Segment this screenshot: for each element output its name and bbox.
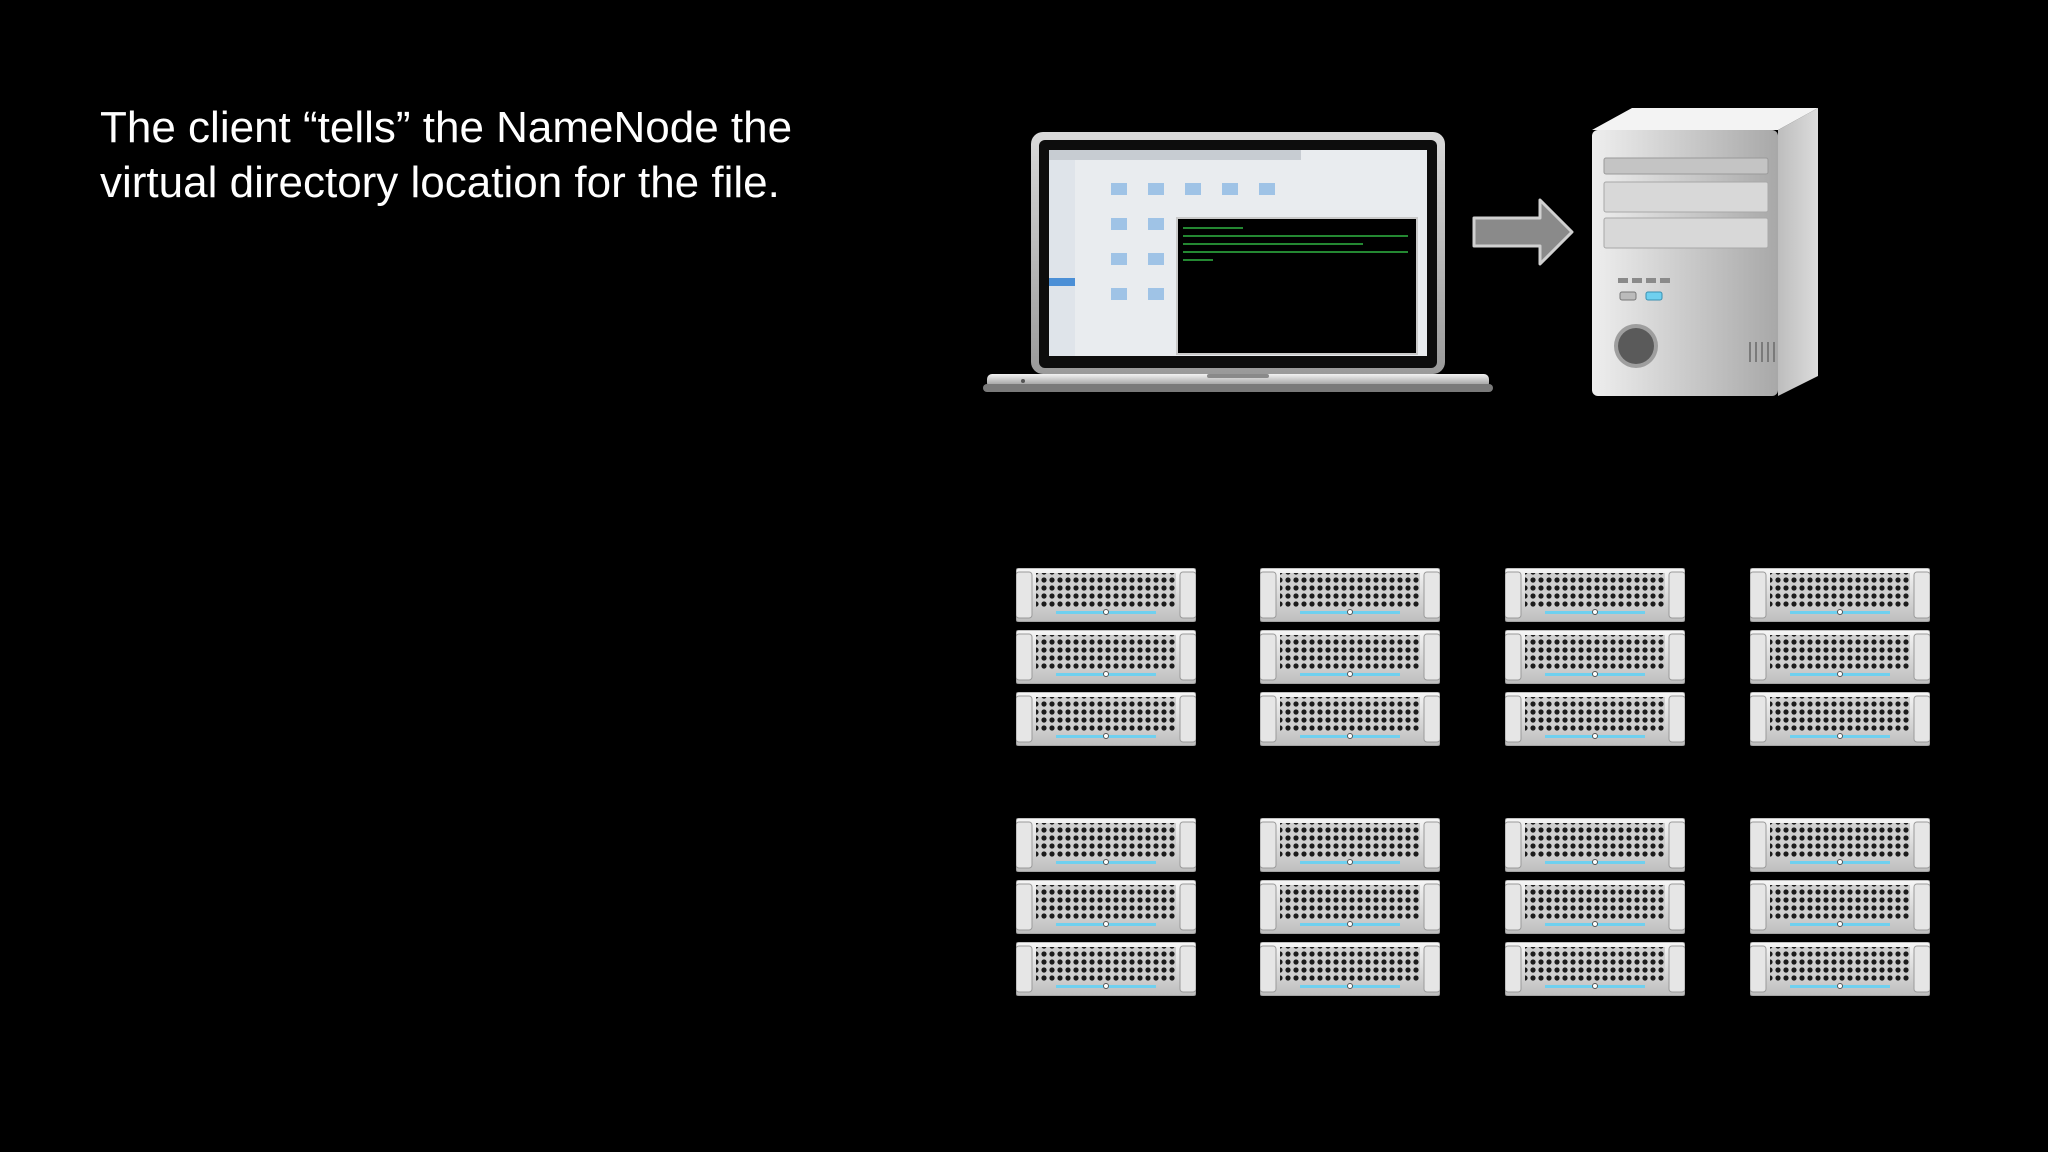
rack-unit <box>1750 818 1930 872</box>
rack-unit <box>1750 692 1930 746</box>
rack-server-icon <box>1505 568 1685 754</box>
rack-server-icon <box>1750 568 1930 754</box>
laptop-icon <box>983 132 1493 392</box>
rack-unit <box>1505 942 1685 996</box>
rack-unit <box>1505 692 1685 746</box>
rack-unit <box>1016 880 1196 934</box>
rack-server-icon <box>1505 818 1685 1004</box>
rack-unit <box>1750 568 1930 622</box>
rack-unit <box>1016 942 1196 996</box>
rack-server-icon <box>1016 818 1196 1004</box>
tower-server-icon <box>1592 108 1818 396</box>
rack-server-icon <box>1260 818 1440 1004</box>
rack-unit <box>1260 692 1440 746</box>
rack-server-icon <box>1750 818 1930 1004</box>
rack-unit <box>1260 568 1440 622</box>
rack-unit <box>1750 880 1930 934</box>
rack-unit <box>1016 568 1196 622</box>
rack-unit <box>1750 630 1930 684</box>
rack-unit <box>1260 818 1440 872</box>
rack-unit <box>1505 880 1685 934</box>
rack-unit <box>1260 942 1440 996</box>
rack-unit <box>1016 818 1196 872</box>
rack-unit <box>1260 630 1440 684</box>
rack-unit <box>1750 942 1930 996</box>
caption-text: The client “tells” the NameNode the virt… <box>100 103 793 207</box>
arrow-right-icon <box>1472 198 1574 266</box>
rack-unit <box>1260 880 1440 934</box>
rack-unit <box>1505 630 1685 684</box>
rack-unit <box>1016 630 1196 684</box>
rack-server-icon <box>1260 568 1440 754</box>
rack-unit <box>1016 692 1196 746</box>
rack-unit <box>1505 568 1685 622</box>
rack-server-icon <box>1016 568 1196 754</box>
rack-unit <box>1505 818 1685 872</box>
